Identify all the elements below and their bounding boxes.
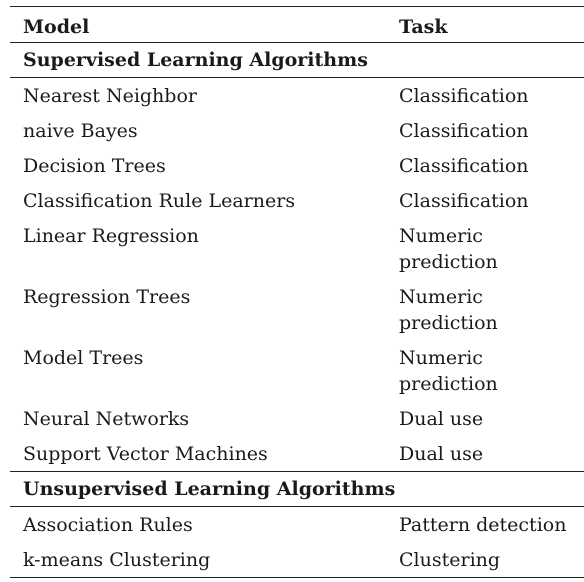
model-cell: Linear Regression <box>23 225 199 247</box>
table-row: Association Rules Pattern detection <box>10 507 584 542</box>
table-row: Model Trees Numeric prediction <box>10 340 584 401</box>
task-cell: Numeric prediction <box>399 347 498 395</box>
task-cell: Classification <box>399 120 529 142</box>
task-cell: Dual use <box>399 408 484 430</box>
model-cell: Support Vector Machines <box>23 443 268 465</box>
table-row: Nearest Neighbor Classification <box>10 78 584 113</box>
task-cell: Pattern detection <box>399 514 567 536</box>
section-rule <box>10 77 584 78</box>
task-cell: Numeric prediction <box>399 286 498 334</box>
section-rule <box>10 471 584 472</box>
table-row: Classification Rule Learners Classificat… <box>10 183 584 218</box>
model-cell: Nearest Neighbor <box>23 85 197 107</box>
model-cell: Classification Rule Learners <box>23 190 296 212</box>
top-rule <box>10 6 584 7</box>
task-cell: Numeric prediction <box>399 225 498 273</box>
model-cell: Model Trees <box>23 347 144 369</box>
header-rule <box>10 42 584 43</box>
model-cell: Regression Trees <box>23 286 191 308</box>
model-cell: Association Rules <box>23 514 193 536</box>
table-row: Regression Trees Numeric prediction <box>10 279 584 340</box>
algorithms-table: Model Task Supervised Learning Algorithm… <box>10 6 584 578</box>
section-title: Supervised Learning Algorithms <box>23 49 368 71</box>
task-cell: Dual use <box>399 443 484 465</box>
table-row: Linear Regression Numeric prediction <box>10 218 584 279</box>
task-cell: Clustering <box>399 549 501 571</box>
header-model: Model <box>23 16 90 38</box>
model-cell: naive Bayes <box>23 120 138 142</box>
section-rule <box>10 506 584 507</box>
table-row: k-means Clustering Clustering <box>10 542 584 577</box>
section-header-supervised: Supervised Learning Algorithms <box>10 43 584 77</box>
table-row: Decision Trees Classification <box>10 148 584 183</box>
task-cell: Classification <box>399 155 529 177</box>
bottom-rule <box>10 577 584 578</box>
task-cell: Classification <box>399 190 529 212</box>
table-row: naive Bayes Classification <box>10 113 584 148</box>
task-cell: Classification <box>399 85 529 107</box>
section-title: Unsupervised Learning Algorithms <box>23 478 396 500</box>
table-row: Neural Networks Dual use <box>10 401 584 436</box>
section-header-unsupervised: Unsupervised Learning Algorithms <box>10 472 584 506</box>
table-header-row: Model Task <box>10 7 584 42</box>
header-task: Task <box>399 16 448 38</box>
model-cell: Decision Trees <box>23 155 166 177</box>
table-row: Support Vector Machines Dual use <box>10 436 584 471</box>
model-cell: Neural Networks <box>23 408 190 430</box>
model-cell: k-means Clustering <box>23 549 211 571</box>
